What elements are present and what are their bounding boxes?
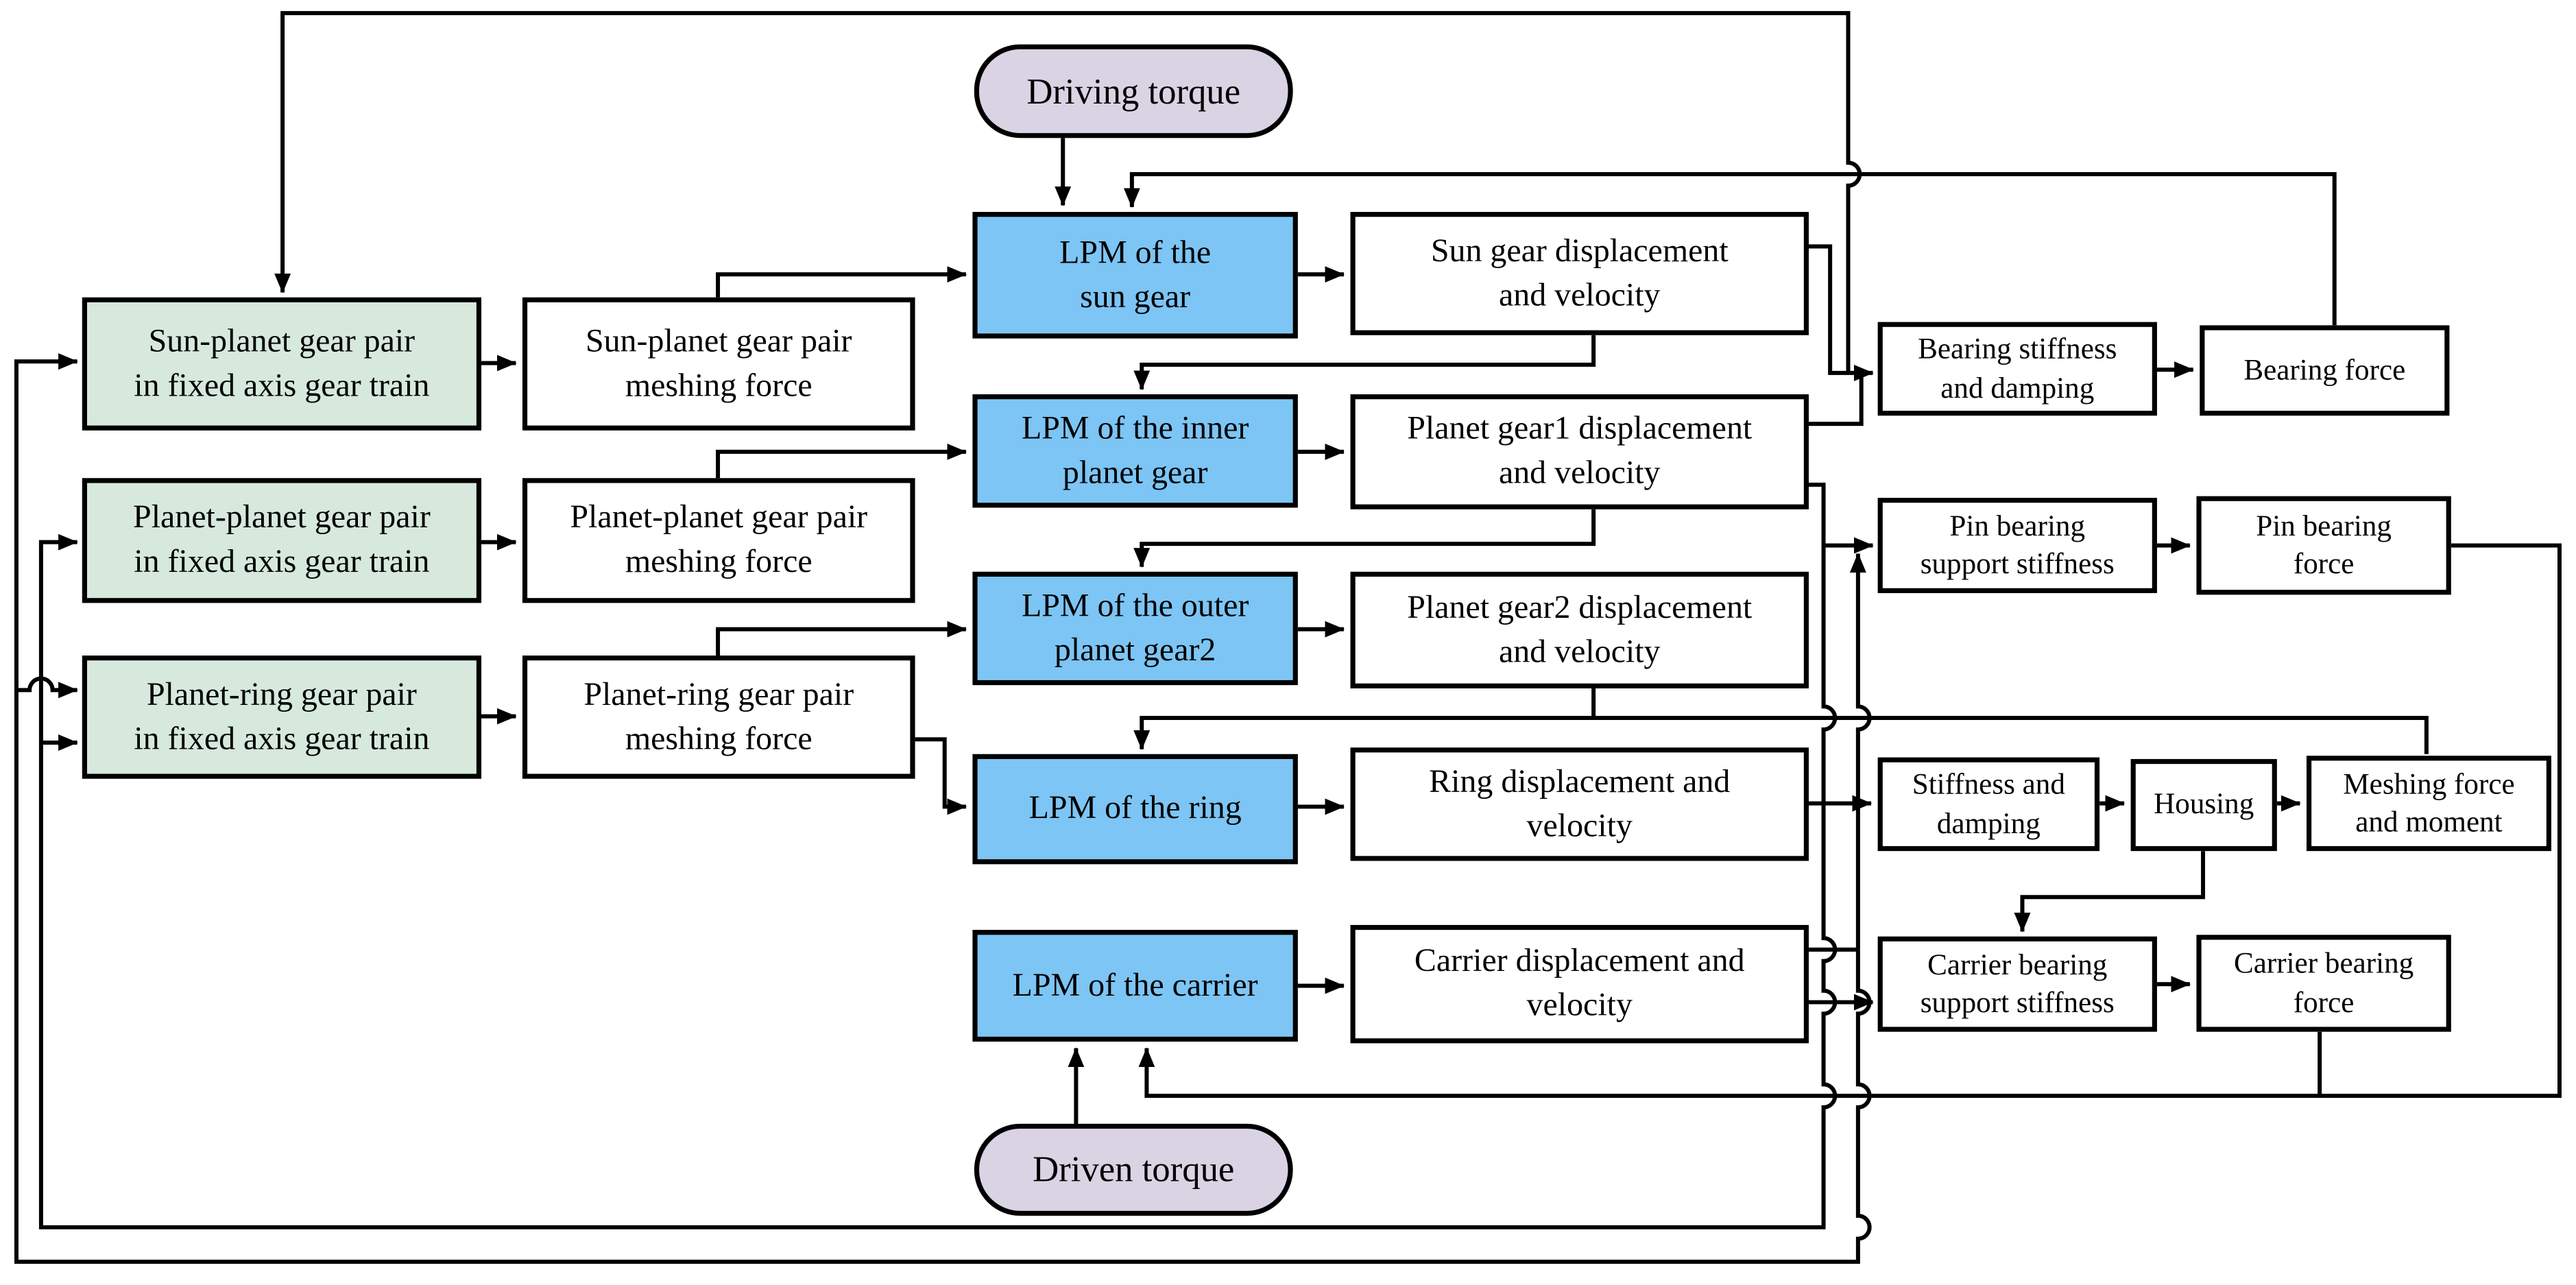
edge-d2-to-b3 <box>1133 509 1596 568</box>
node-planet-planet-gear-pair: Planet-planet gear pair in fixed axis ge… <box>82 478 482 603</box>
node-lpm-carrier: LPM of the carrier <box>972 930 1298 1042</box>
node-carrier-bearing-support-stiffness: Carrier bearing support stiffness <box>1877 936 2157 1032</box>
node-carrier-bearing-force: Carrier bearing force <box>2196 935 2451 1032</box>
node-sun-planet-meshing-force: Sun-planet gear pair meshing force <box>522 297 915 431</box>
node-planet2-displacement: Planet gear2 displacement and velocity <box>1350 571 1809 688</box>
edge-outer-loop-g3 <box>16 676 78 699</box>
node-pin-bearing-force: Pin bearing force <box>2196 496 2451 595</box>
edge-d3-to-r3c <box>1593 716 2429 754</box>
edge-sun-feedback-top <box>274 11 1862 373</box>
edge-d2-to-r2a <box>1808 482 1874 554</box>
edge-w1-to-b1 <box>716 266 967 298</box>
node-bearing-force: Bearing force <box>2200 325 2450 416</box>
edge-d1-to-r1a <box>1808 244 1874 381</box>
edge-housing-to-r4a <box>2014 851 2206 933</box>
node-planet-ring-meshing-force: Planet-ring gear pair meshing force <box>522 656 915 779</box>
edge-d2-join-r1a <box>1808 374 1864 427</box>
node-driving-torque: Driving torque <box>974 44 1293 139</box>
node-planet-planet-meshing-force: Planet-planet gear pair meshing force <box>522 478 915 603</box>
edge-bearing-force-feedback <box>1123 171 2337 326</box>
node-carrier-displacement: Carrier displacement and velocity <box>1350 924 1809 1044</box>
edge-d1-to-b2 <box>1133 335 1596 391</box>
node-lpm-outer-planet-gear2: LPM of the outer planet gear2 <box>972 571 1298 686</box>
node-planet1-displacement: Planet gear1 displacement and velocity <box>1350 394 1809 509</box>
node-meshing-force-moment: Meshing force and moment <box>2306 756 2551 852</box>
node-ring-displacement: Ring displacement and velocity <box>1350 747 1809 861</box>
edge-forces-to-carrier <box>1138 543 2562 1098</box>
node-lpm-sun-gear: LPM of the sun gear <box>972 212 1298 339</box>
node-bearing-stiffness-damping: Bearing stiffness and damping <box>1877 322 2157 416</box>
edge-w3-to-b4 <box>915 737 967 815</box>
node-lpm-ring: LPM of the ring <box>972 754 1298 865</box>
edge-w2-to-b2 <box>716 443 967 479</box>
edge-d5-to-r2a <box>1849 553 1872 950</box>
node-lpm-inner-planet-gear: LPM of the inner planet gear <box>972 394 1298 508</box>
node-sun-displacement: Sun gear displacement and velocity <box>1350 212 1809 335</box>
node-pin-bearing-support-stiffness: Pin bearing support stiffness <box>1877 497 2157 593</box>
node-housing: Housing <box>2130 758 2277 852</box>
edge-d3-to-b4 <box>1133 688 1596 750</box>
node-planet-ring-gear-pair: Planet-ring gear pair in fixed axis gear… <box>82 656 482 779</box>
edge-w3-to-b3 <box>716 621 967 656</box>
node-stiffness-and-damping: Stiffness and damping <box>1877 757 2100 852</box>
node-driven-torque: Driven torque <box>974 1123 1293 1216</box>
node-sun-planet-gear-pair: Sun-planet gear pair in fixed axis gear … <box>82 297 482 431</box>
